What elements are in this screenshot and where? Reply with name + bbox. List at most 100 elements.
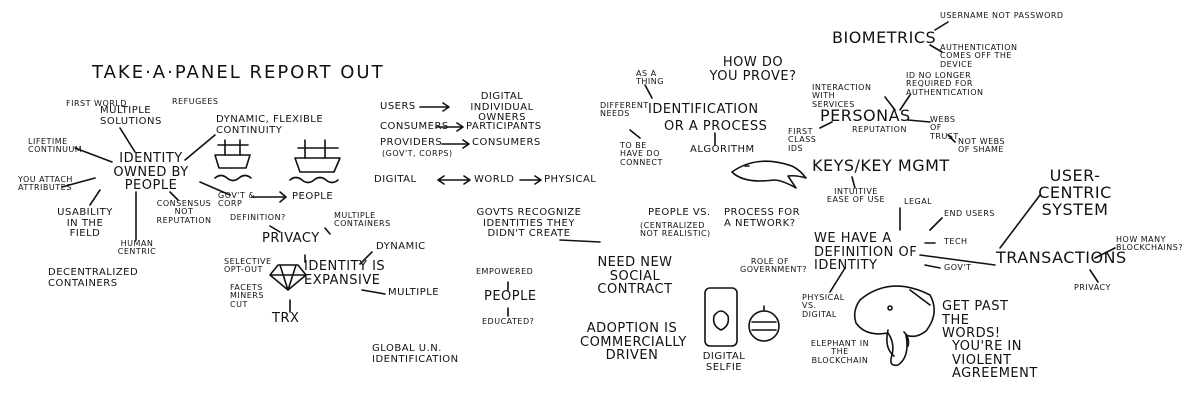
you-attach-attributes-label: YOU ATTACH ATTRIBUTES	[18, 175, 73, 193]
participants-label: PARTICIPANTS	[466, 121, 542, 132]
diamond-icon	[269, 264, 307, 291]
connector-solutions-identity	[119, 127, 136, 153]
reputation-label: REPUTATION	[852, 125, 907, 134]
arrow-world-physical	[519, 175, 542, 185]
to-be-have-do-connect-label: to BE HAVE DO CONNECT	[620, 141, 663, 167]
or-a-process-label: or a PROCESS	[664, 119, 768, 134]
connector-intuitive	[851, 176, 856, 189]
connector-usability-identity	[89, 189, 101, 206]
ornament-bands	[751, 305, 777, 331]
selfie-face-icon	[712, 310, 730, 331]
connector-dynamic-identity	[184, 134, 216, 161]
people-middle-label: PEOPLE	[484, 289, 537, 304]
arrow-consumers-participants	[435, 122, 464, 132]
connector-govt	[924, 264, 941, 269]
arrow-users-owners	[419, 102, 450, 112]
digital-label: DIGITAL	[374, 174, 417, 185]
arrow-providers-consumers	[441, 139, 470, 149]
people-label: PEOPLE	[292, 191, 334, 202]
need-new-social-contract-label: NEED NEW SOCIAL CONTRACT	[597, 255, 673, 298]
connector-end-users	[929, 217, 943, 231]
tech-label: TECH	[944, 237, 968, 246]
connector-govt-identity	[199, 181, 231, 196]
consumers-label: CONSUMERS	[380, 121, 449, 132]
govts-recognize-label: GOVTs RECOGNIZE IDENTITIES THEY DIDN'T C…	[476, 207, 582, 239]
usability-in-the-field-label: USABILITY in the FIELD	[57, 207, 113, 239]
user-centric-system-label: USER-CENTRIC SYSTEM	[1038, 166, 1112, 219]
connector-govts	[559, 239, 601, 243]
keys-key-mgmt-label: KEYS/KEY MGMT	[812, 156, 950, 175]
selective-opt-out-label: SELECTIVE OPT-OUT	[224, 257, 272, 275]
global-un-identification-label: GLOBAL U.N. IDENTIFICATION	[372, 343, 459, 365]
users-label: USERS	[380, 101, 416, 112]
different-needs-label: DIFFERENT NEEDS	[600, 101, 649, 119]
id-no-longer-required-label: ID NO LONGER REQUIRED for AUTHENTICATION	[906, 71, 984, 97]
process-for-a-network-label: PROCESS for a NETWORK?	[724, 207, 801, 229]
connector-username	[934, 21, 949, 31]
centralized-not-realistic-label: (CENTRALIZED NOT REALISTIC)	[640, 221, 711, 239]
arrow-head	[279, 191, 287, 203]
elephant-eye-icon	[887, 305, 893, 311]
lifetime-continuum-label: LIFETIME CONTINUUM	[28, 137, 83, 155]
phone-icon	[704, 287, 738, 347]
multiple-containers-label: MULTIPLE CONTAINERS	[334, 211, 391, 229]
webs-of-trust-label: WEBS of TRUST	[930, 115, 959, 141]
connector-interaction	[884, 96, 896, 111]
digital-selfie-label: DIGITAL SELFIE	[702, 351, 746, 373]
privacy-label: PRIVACY	[262, 231, 320, 246]
digital-individual-owners-label: DIGITAL INDIVIDUAL OWNERS	[470, 91, 534, 123]
we-have-definition-label: WE HAVE a DEFINITION of IDENTITY	[814, 231, 918, 274]
ornament-icon	[748, 310, 780, 342]
connector-not-webs	[947, 134, 956, 143]
connector-user-centric	[999, 194, 1041, 249]
elephant-icon	[853, 285, 935, 367]
connector-webs	[907, 119, 931, 123]
connector-blockchains	[1094, 247, 1116, 259]
privacy-right-label: PRIVACY	[1074, 283, 1111, 292]
connector-attributes-identity	[61, 177, 96, 188]
connector-consensus-identity	[169, 191, 179, 201]
algorithm-label: ALGORITHM	[690, 144, 755, 155]
personas-label: PERSONAS	[820, 106, 911, 125]
get-past-the-words-label: GET PAST the WORDS!	[942, 299, 1009, 342]
connector-id-no-longer	[899, 94, 911, 111]
dynamic-flexible-continuity-label: DYNAMIC, FLEXIBLE CONTINUITY	[216, 114, 324, 136]
multiple-label: MULTIPLE	[388, 287, 440, 298]
biometrics-label: BIOMETRICS	[832, 28, 937, 47]
connector-get-past	[909, 289, 931, 306]
adoption-commercially-driven-label: ADOPTION is COMMERCIALLY DRIVEN	[580, 321, 687, 364]
as-a-thing-label: as a THING	[636, 69, 664, 87]
govt-right-label: GOV'T	[944, 263, 972, 272]
connector-containers-privacy	[324, 227, 331, 235]
world-label: WORLD	[474, 174, 515, 185]
decentralized-containers-label: DECENTRALIZED CONTAINERS	[48, 267, 139, 289]
connector-definition-privacy	[269, 225, 281, 233]
govt-corps-label: (GOV'T, CORPS)	[382, 149, 453, 158]
dolphin-icon	[731, 160, 807, 189]
connector-definition-transactions	[919, 254, 996, 266]
username-not-password-label: USERNAME NOT PASSWORD	[940, 11, 1064, 20]
connector-multiple	[361, 289, 386, 295]
identification-label: IDENTIFICATION	[648, 102, 759, 117]
not-webs-of-shame-label: NOT WEBS of SHAME	[958, 137, 1006, 155]
intuitive-ease-of-use-label: INTUITIVE EASE of USE	[826, 187, 886, 205]
waves-icon	[214, 174, 339, 184]
ship-mast-left-icon	[217, 139, 249, 156]
consumers-2-label: CONSUMERS	[472, 137, 541, 148]
authentication-device-label: AUTHENTICATION COMES OFF the DEVICE	[940, 43, 1018, 69]
connector-privacy	[1089, 269, 1099, 283]
elephant-trunk-icon	[886, 329, 910, 357]
educated-label: EDUCATED?	[482, 317, 535, 326]
consensus-not-reputation-label: CONSENSUS not REPUTATION	[156, 199, 212, 225]
people-vs-label: PEOPLE vs.	[648, 207, 711, 218]
providers-label: PROVIDERS	[380, 137, 443, 148]
connector-thing	[644, 84, 653, 99]
role-of-government-label: ROLE of GOVERNMENT?	[740, 257, 807, 275]
legal-label: LEGAL	[904, 197, 933, 206]
connector-authentication	[929, 44, 943, 53]
connector-dynamic	[359, 251, 373, 265]
physical-vs-digital-label: PHYSICAL vs. DIGITAL	[802, 293, 845, 319]
facets-miners-cut-label: FACETS MINERS CUT	[230, 283, 264, 309]
ship-hull-right-icon	[294, 157, 341, 173]
